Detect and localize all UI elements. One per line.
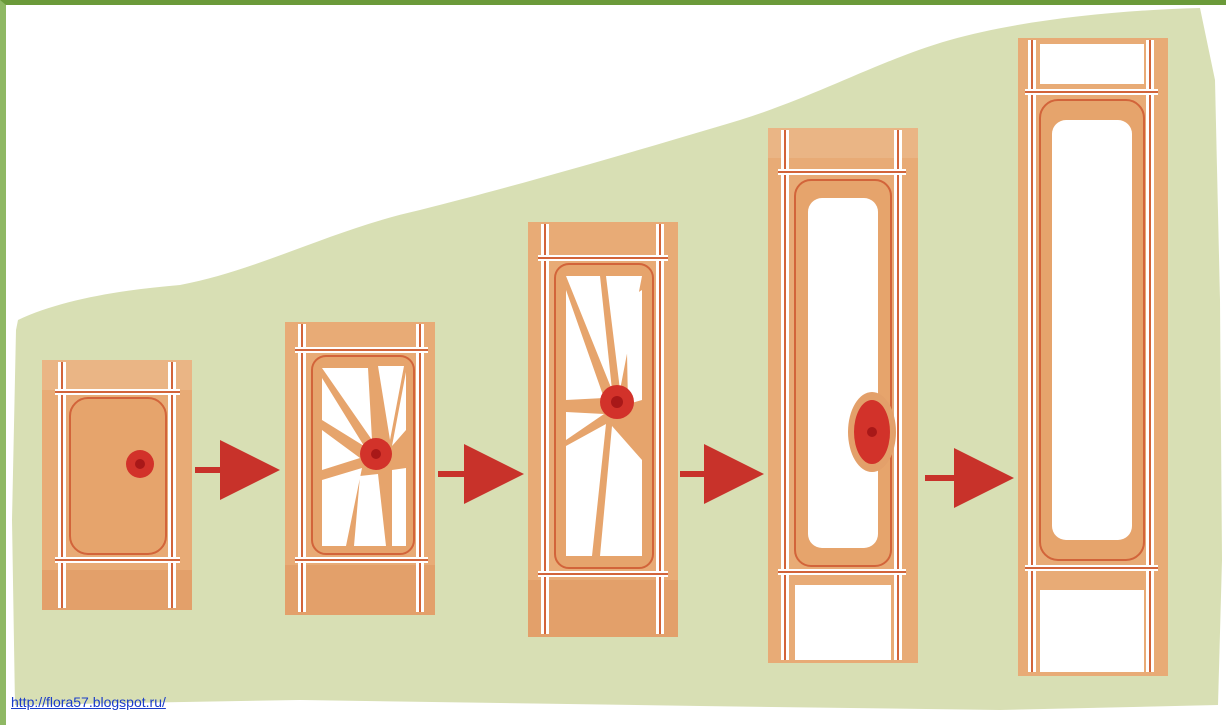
cell-stage-3 (528, 222, 678, 637)
cell-stage-2 (285, 322, 435, 615)
vacuole-5 (1052, 120, 1132, 540)
cell-stage-5 (1018, 38, 1168, 676)
cell-stage-4 (768, 128, 918, 663)
source-link[interactable]: http://flora57.blogspot.ru/ (11, 694, 166, 710)
vacuole-4 (808, 198, 878, 548)
cell-stage-1 (42, 360, 192, 610)
